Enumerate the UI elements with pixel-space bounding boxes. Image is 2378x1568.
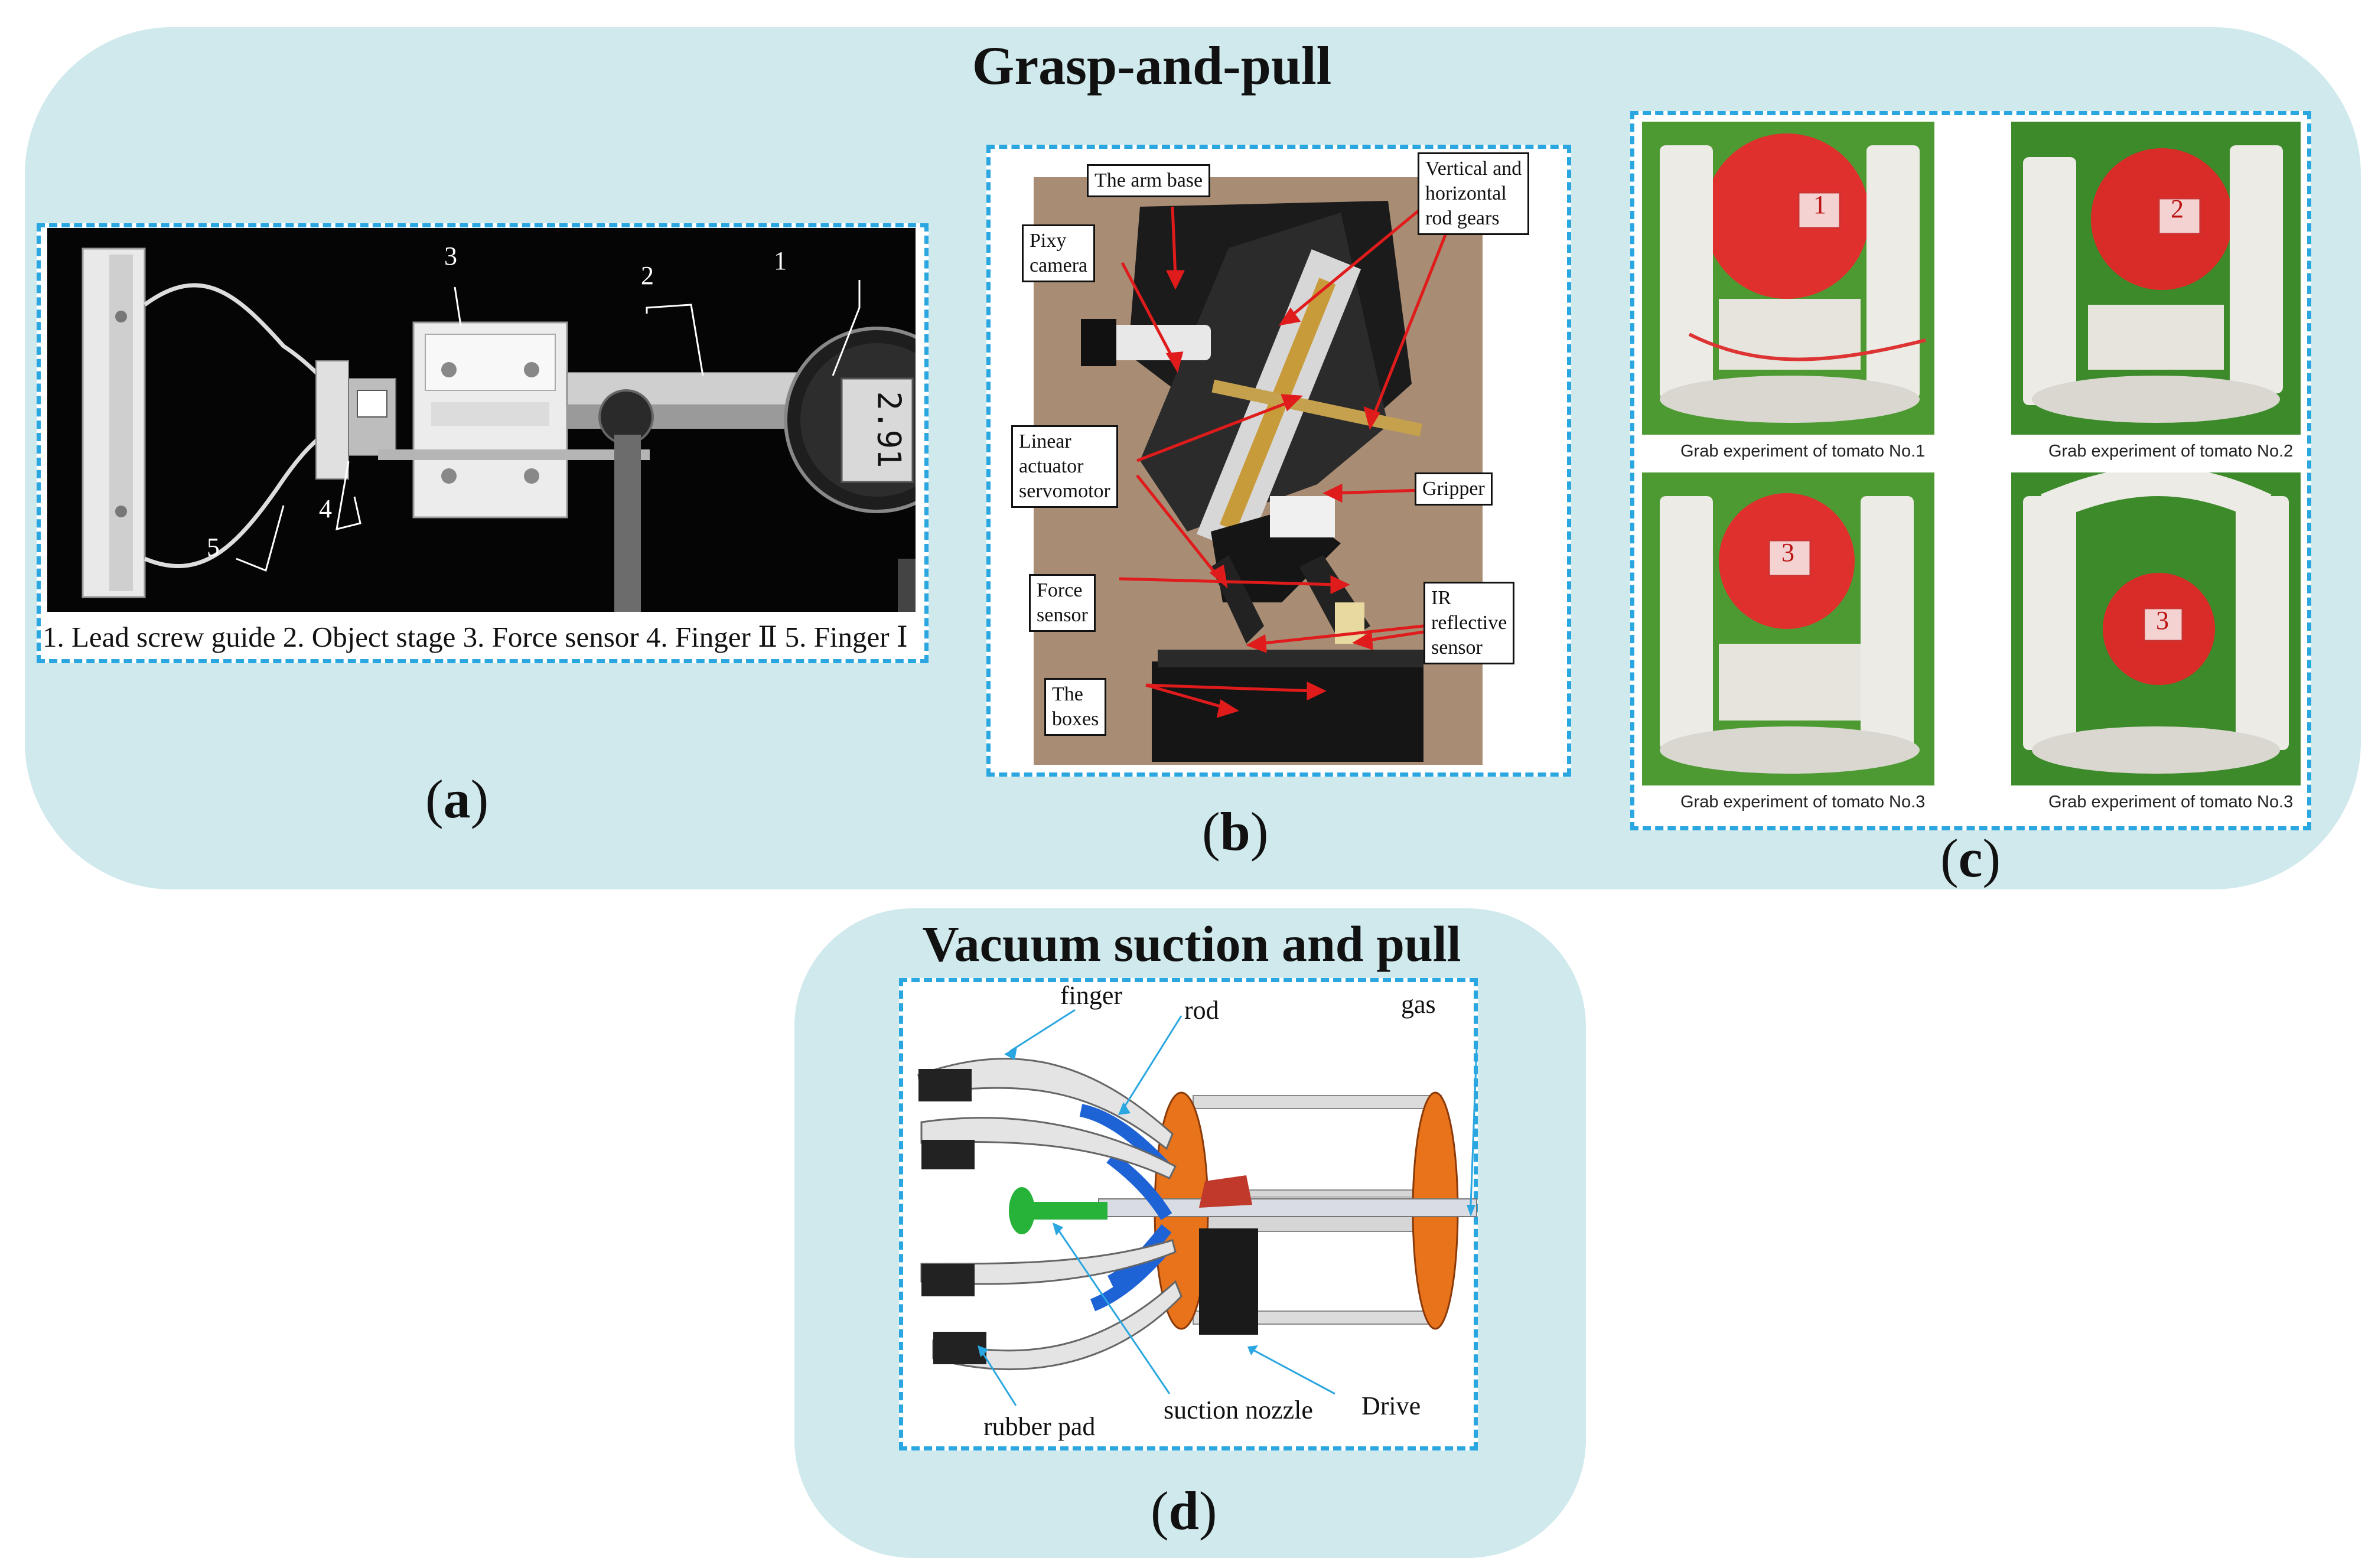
tomato-tag-1: 1: [1813, 190, 1826, 219]
callout-number-5: 5: [207, 533, 220, 562]
tomato-caption-4: Grab experiment of tomato No.3: [2048, 793, 2294, 811]
tomato-caption-2: Grab experiment of tomato No.2: [2048, 442, 2294, 461]
callout-number-2: 2: [641, 261, 654, 290]
tomato-tag-4: 3: [2156, 606, 2169, 635]
tomato-photo-2: 2: [2011, 122, 2301, 435]
callout-gripper: Gripper: [1415, 472, 1493, 506]
panel-d-letter: d: [1168, 1481, 1199, 1541]
tomato-photo-1: 1: [1642, 122, 1934, 435]
callout-pixy-camera: Pixy camera: [1022, 224, 1096, 282]
grasp-and-pull-title: Grasp-and-pull: [972, 35, 1332, 96]
tomato-caption-1: Grab experiment of tomato No.1: [1680, 442, 1926, 461]
panel-c-label: (c): [1940, 828, 2001, 888]
label-suction-nozzle: suction nozzle: [1164, 1396, 1313, 1424]
tomato-photo-4: 3: [2011, 472, 2301, 785]
label-rod: rod: [1184, 996, 1219, 1025]
panel-a-letter: a: [443, 769, 471, 829]
panel-d-label: (d): [1151, 1481, 1217, 1541]
callout-number-1: 1: [774, 246, 787, 275]
callout-rod-gears: Vertical and horizontal rod gears: [1418, 152, 1530, 235]
callout-number-3: 3: [444, 242, 457, 270]
callout-arm-base: The arm base: [1087, 164, 1211, 197]
callout-linear-actuator: Linear actuator servomotor: [1011, 425, 1118, 508]
callout-boxes: The boxes: [1044, 678, 1107, 736]
tomato-photo-3: 3: [1642, 472, 1934, 785]
label-finger: finger: [1060, 981, 1123, 1010]
panel-a-label: (a): [425, 769, 489, 829]
tomato-tag-3: 3: [1781, 538, 1794, 567]
callout-number-4: 4: [319, 494, 332, 523]
panel-a-leader-lines: [236, 280, 861, 572]
callout-force-sensor: Force sensor: [1029, 574, 1096, 632]
panel-a-photo: 2.91 1 2 3 4 5: [47, 228, 916, 612]
label-drive: Drive: [1361, 1391, 1421, 1420]
tomato-caption-3: Grab experiment of tomato No.3: [1680, 793, 1926, 811]
panel-c-letter: c: [1958, 828, 1983, 888]
label-gas: gas: [1401, 990, 1436, 1019]
lead-screw-apparatus-drawing: [82, 247, 916, 612]
tomato-tag-2: 2: [2171, 194, 2184, 223]
vacuum-suction-title: Vacuum suction and pull: [922, 915, 1461, 972]
panel-a-caption: 1. Lead screw guide 2. Object stage 3. F…: [43, 621, 908, 653]
panel-b-label: (b): [1202, 801, 1269, 862]
callout-ir-sensor: IR reflective sensor: [1423, 582, 1515, 664]
panel-b-letter: b: [1220, 801, 1250, 862]
label-rubber-pad: rubber pad: [983, 1412, 1096, 1441]
